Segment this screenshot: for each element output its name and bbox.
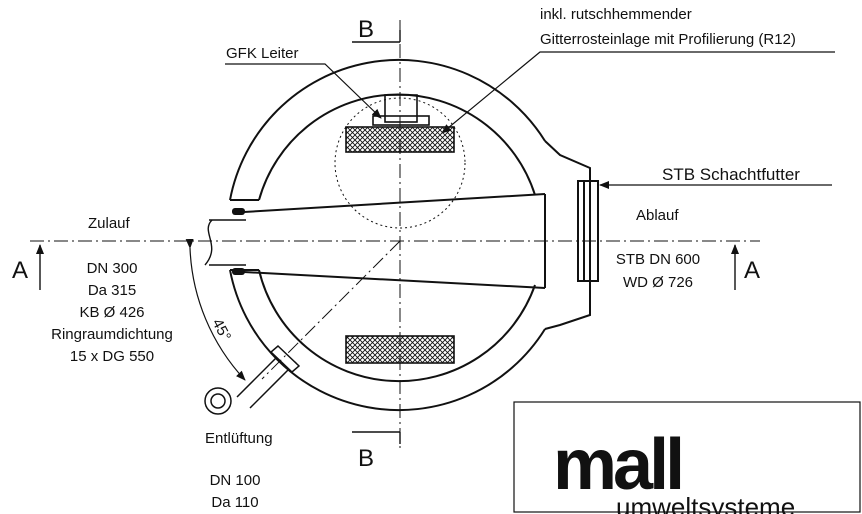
schachtfutter-label: STB Schachtfutter bbox=[662, 165, 800, 184]
svg-text:WD Ø 726: WD Ø 726 bbox=[623, 274, 693, 291]
entlueftung-specs: DN 100 Da 110 bbox=[210, 472, 261, 511]
entlueftung-label: Entlüftung bbox=[205, 430, 273, 447]
section-a-right-label: A bbox=[744, 257, 760, 284]
section-b-top-label: B bbox=[358, 16, 374, 43]
vent-pipe bbox=[204, 344, 301, 415]
section-markers bbox=[36, 30, 739, 444]
outer-wall-top bbox=[229, 58, 546, 201]
logo-box: mall umweltsysteme bbox=[513, 401, 861, 514]
channel-bottom bbox=[243, 271, 546, 289]
seal-top bbox=[232, 208, 245, 215]
outlet-flange bbox=[577, 180, 599, 282]
grating-label-line2: Gitterrosteinlage mit Profilierung (R12) bbox=[540, 31, 796, 48]
svg-text:DN 100: DN 100 bbox=[210, 472, 261, 489]
leader-gfk bbox=[225, 63, 382, 119]
angle-label: 45° bbox=[208, 316, 234, 344]
svg-text:DN 300: DN 300 bbox=[87, 260, 138, 277]
inner-wall-bottom bbox=[258, 269, 536, 383]
inlet-break bbox=[204, 219, 213, 266]
zulauf-specs: DN 300 Da 315 KB Ø 426 Ringraumdichtung … bbox=[51, 260, 173, 365]
section-b-bottom-label: B bbox=[358, 445, 374, 472]
leader-grating bbox=[441, 51, 835, 134]
angle-arc bbox=[185, 238, 246, 381]
svg-text:STB DN 600: STB DN 600 bbox=[616, 251, 700, 268]
gfk-leiter-label: GFK Leiter bbox=[226, 45, 299, 62]
logo-tagline: umweltsysteme bbox=[616, 492, 795, 514]
outer-wall-bottom bbox=[229, 269, 546, 412]
channel-top bbox=[243, 193, 546, 213]
svg-text:KB Ø 426: KB Ø 426 bbox=[79, 304, 144, 321]
center-lines bbox=[30, 20, 760, 450]
ablauf-label: Ablauf bbox=[636, 207, 679, 224]
svg-text:Ringraumdichtung: Ringraumdichtung bbox=[51, 326, 173, 343]
svg-text:15 x DG 550: 15 x DG 550 bbox=[70, 348, 154, 365]
svg-text:Da 315: Da 315 bbox=[88, 282, 136, 299]
logo-wordmark: mall bbox=[553, 425, 681, 505]
seal-bottom bbox=[232, 268, 245, 275]
leader-lines bbox=[225, 51, 835, 189]
ladder bbox=[372, 94, 430, 126]
grating-label-line1: inkl. rutschhemmender bbox=[540, 6, 692, 23]
svg-text:Da 110: Da 110 bbox=[211, 494, 258, 511]
section-a-left-label: A bbox=[12, 257, 28, 284]
zulauf-label: Zulauf bbox=[88, 215, 131, 232]
ablauf-specs: STB DN 600 WD Ø 726 bbox=[616, 251, 700, 291]
